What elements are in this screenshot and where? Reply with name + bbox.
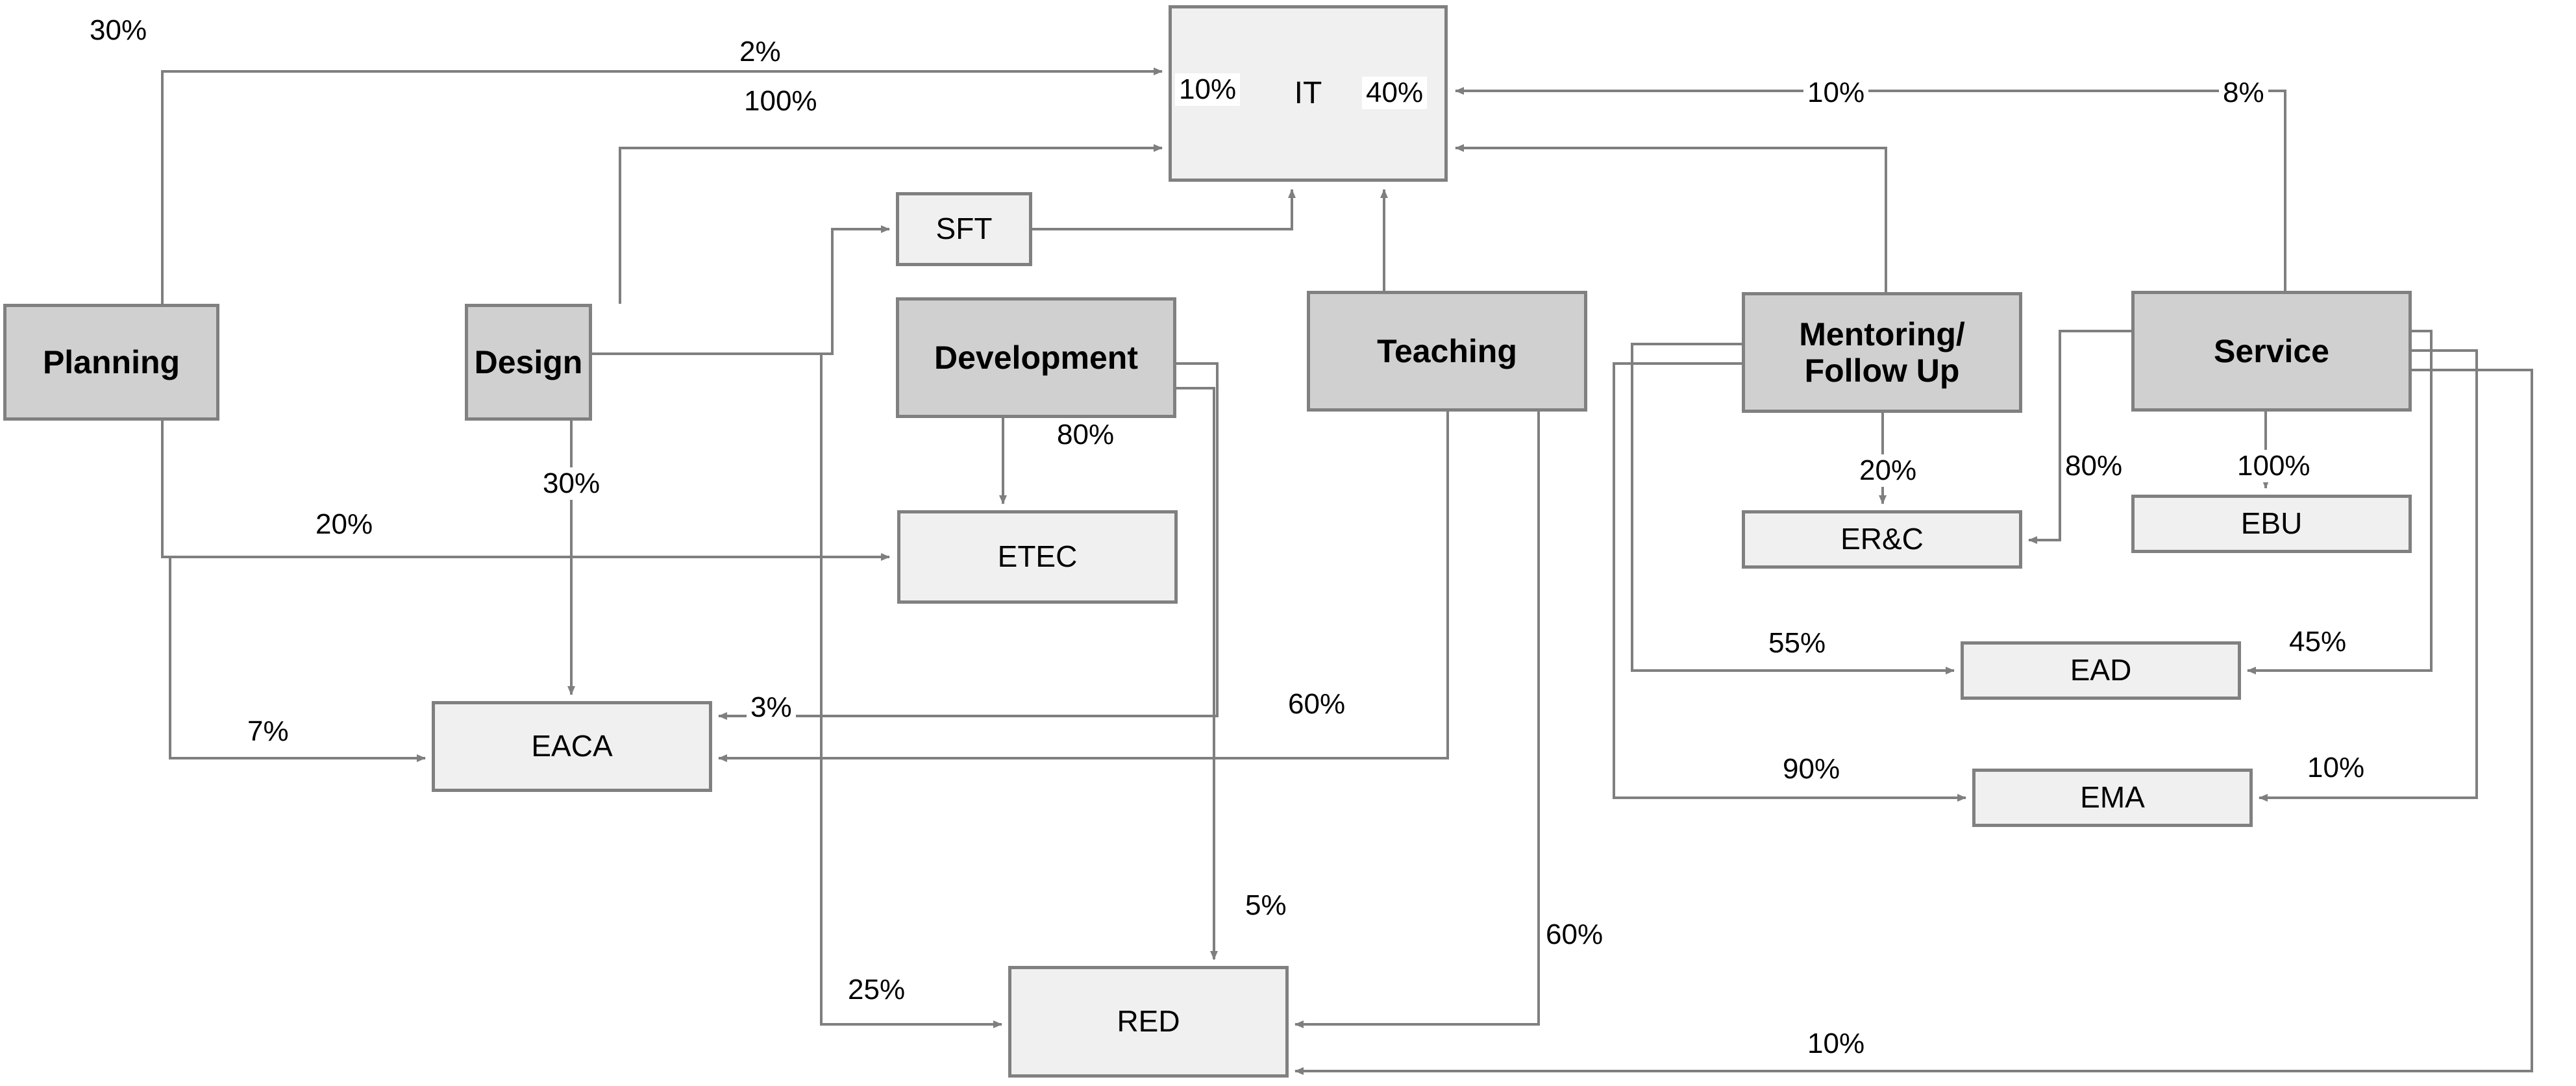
edge-label-service-it: 8% (2219, 77, 2268, 109)
edge-label-mentoring-ema: 90% (1779, 753, 1844, 785)
edge-label-service-ema: 10% (2303, 752, 2369, 784)
edge-service-ema (2259, 349, 2478, 802)
edge-design-it (619, 144, 1163, 304)
edge-label-dev2-red: 5% (1241, 889, 1291, 922)
edge-label-teaching-it: 40% (1362, 77, 1428, 109)
edge-label-planning-etec: 20% (312, 508, 377, 541)
edge-label-service-ebu: 100% (2233, 450, 2314, 482)
edge-label-mentoring-ead: 55% (1765, 627, 1830, 660)
edge-label-teaching-eaca: 60% (1284, 688, 1350, 721)
edge-label-development-red: 25% (844, 974, 910, 1006)
edge-label-service-ead: 45% (2285, 626, 2351, 658)
node-ead[interactable]: EAD (1961, 641, 2241, 700)
edge-label-planning-eaca: 7% (243, 715, 293, 748)
edge-planning-etec (161, 421, 890, 561)
edge-label-development-etec: 80% (1053, 419, 1119, 451)
node-red[interactable]: RED (1008, 966, 1289, 1078)
node-etec[interactable]: ETEC (897, 510, 1178, 604)
edge-label-mentoring-erc: 20% (1855, 454, 1921, 487)
node-mentoring-follow-up[interactable]: Mentoring/ Follow Up (1742, 292, 2022, 413)
edge-label-design-sft: 100% (740, 85, 821, 117)
node-development[interactable]: Development (896, 297, 1176, 418)
edge-planning-eaca (169, 557, 426, 762)
edge-label-teaching-red: 60% (1542, 919, 1607, 951)
edge-teaching-eaca (718, 412, 1449, 762)
edge-design-sft (592, 225, 890, 355)
edge-mentoring-ead (1631, 343, 1955, 674)
edge-label-mentoring-it: 10% (1803, 77, 1869, 109)
edge-service-it (1455, 87, 2286, 291)
edge-label-service-erc: 80% (2061, 450, 2127, 482)
edge-teaching-red (1294, 412, 1540, 1028)
edge-label-development-eaca: 3% (747, 691, 796, 724)
edge-service-ead (2247, 330, 2433, 674)
edge-planning-it (161, 68, 1163, 304)
edge-development-red (820, 354, 1002, 1028)
node-erc[interactable]: ER&C (1742, 510, 2022, 569)
node-teaching[interactable]: Teaching (1307, 291, 1587, 412)
node-planning[interactable]: Planning (3, 304, 219, 421)
node-design[interactable]: Design (465, 304, 592, 421)
edge-sft-it (1032, 189, 1296, 230)
edge-development-eaca (718, 362, 1219, 720)
node-eaca[interactable]: EACA (432, 701, 712, 792)
edge-service-erc (2028, 330, 2131, 544)
node-service[interactable]: Service (2131, 291, 2412, 412)
edge-label-design-it: 2% (736, 36, 785, 68)
edge-label-planning-it: 30% (86, 14, 151, 47)
node-sft[interactable]: SFT (896, 192, 1032, 266)
edge-label-service-red: 10% (1803, 1028, 1869, 1060)
node-ebu[interactable]: EBU (2131, 495, 2412, 553)
node-ema[interactable]: EMA (1972, 769, 2253, 827)
edge-mentoring-ema (1613, 362, 1966, 802)
edge-dev2-red (1176, 387, 1218, 960)
edge-label-sft-it: 10% (1175, 73, 1241, 106)
edge-service-red (1294, 369, 2533, 1075)
edge-mentoring-it (1455, 144, 1887, 292)
edge-label-design-eaca: 30% (539, 467, 604, 500)
